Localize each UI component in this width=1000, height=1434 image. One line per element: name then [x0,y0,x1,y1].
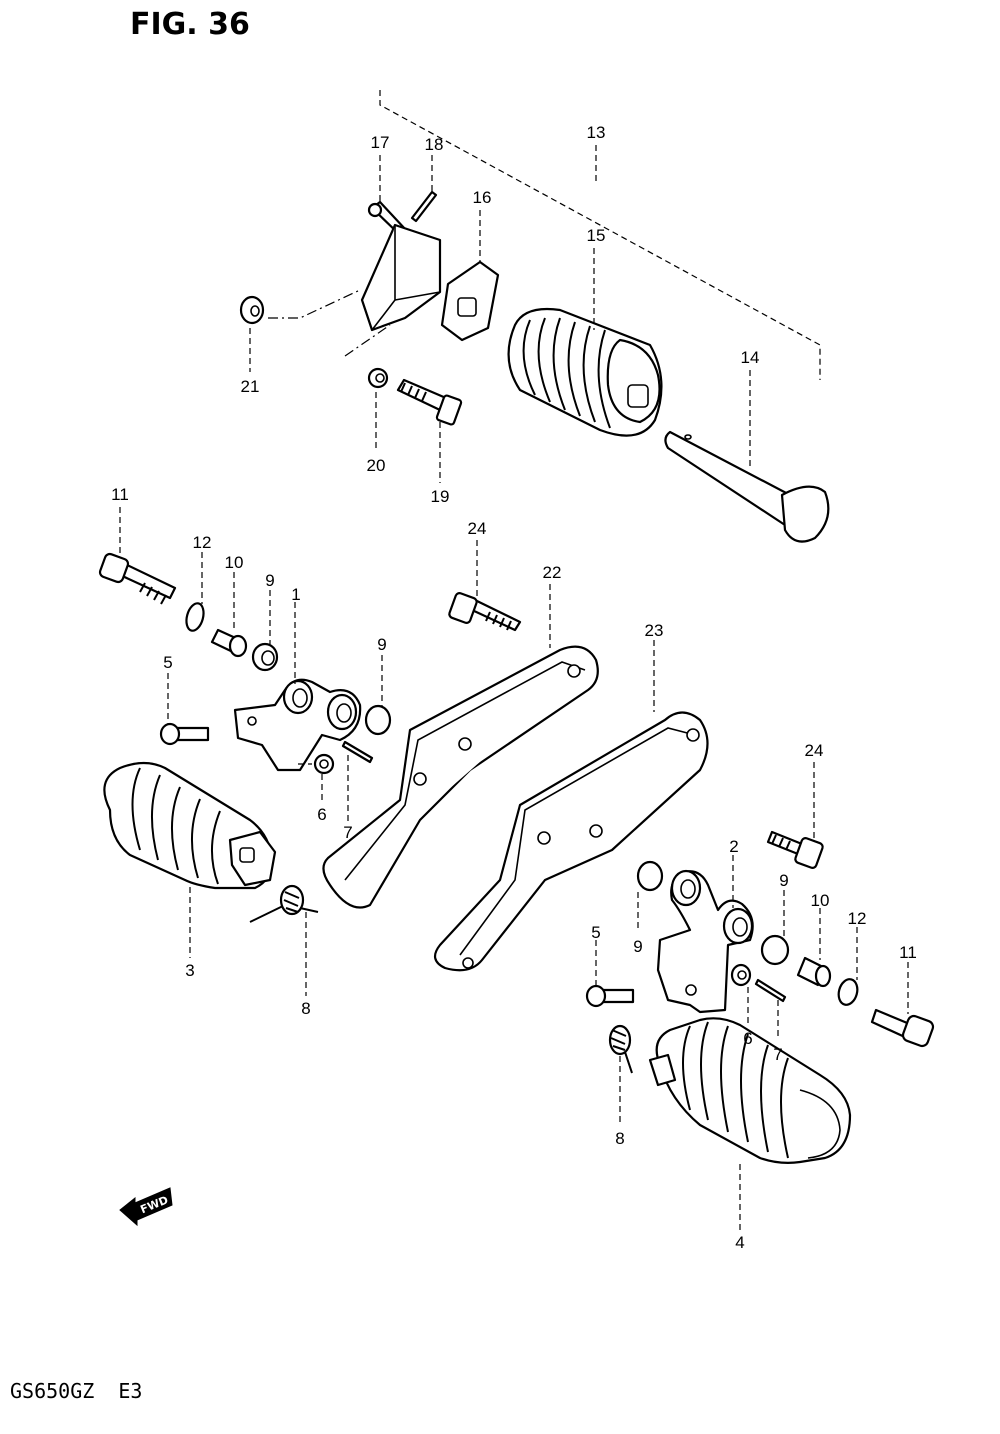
part-11-bolt-left [98,552,177,605]
part-16-plate [440,260,500,342]
part-12-washer-right [837,978,859,1006]
part-8-spring-left [249,884,319,923]
callout-6-right: 6 [743,1029,752,1048]
callout-13: 13 [587,123,606,142]
part-4-footrest-right [648,1017,852,1164]
callout-7-right: 7 [773,1045,782,1064]
part-24-bolt-upper [448,592,522,632]
part-6-washer-left [298,753,335,775]
part-9-bushing-right-b [760,934,790,966]
callout-6-left: 6 [317,805,326,824]
forward-direction-badge: FWD [119,1187,173,1227]
part-2-bracket-right [656,869,754,1014]
part-7-cotter-right [754,978,787,1003]
callout-24-right: 24 [805,741,824,760]
callout-12-right: 12 [848,909,867,928]
part-18-cotter [410,190,438,223]
part-7-cotter-left [341,740,374,764]
callout-24-upper: 24 [468,519,487,538]
callout-1: 1 [291,585,300,604]
part-5-pin-right [585,984,635,1008]
part-15-pillion-rubber [507,307,663,437]
callout-9-left-b: 9 [377,635,386,654]
callout-10-left: 10 [225,553,244,572]
callout-18: 18 [425,135,444,154]
callout-11-left: 11 [111,485,129,504]
part-6-washer-right [730,963,752,987]
part-14-shaft [664,430,830,543]
callout-3: 3 [185,961,194,980]
callout-11-right: 11 [899,943,917,962]
assembly-13-bracket [379,90,821,380]
part-12-washer-left [185,602,205,632]
callout-23: 23 [645,621,664,640]
model-code: GS650GZ E3 [10,1379,142,1403]
part-9-bushing-left-a [251,642,279,672]
callout-numbers: 13 17 18 16 15 14 21 20 19 11 12 10 9 1 … [111,123,917,1252]
leader-lines [119,145,909,1230]
callout-9-right-a: 9 [633,937,642,956]
callout-14: 14 [741,348,760,367]
part-22-footrest-plate-left [322,645,599,909]
callout-10-right: 10 [811,891,830,910]
callout-20: 20 [367,456,386,475]
callout-9-right-b: 9 [779,871,788,890]
part-5-pin-left [159,722,210,746]
callout-7-left: 7 [343,823,352,842]
part-21-washer [239,289,361,325]
callout-12-left: 12 [193,533,212,552]
part-8-spring-right [608,1024,633,1074]
callout-8-right: 8 [615,1129,624,1148]
part-23-footrest-plate-right [433,711,709,972]
callout-21: 21 [241,377,260,396]
callout-16: 16 [473,188,492,207]
part-3-footrest-left [103,761,277,890]
part-9-bushing-left-b [364,704,392,736]
callout-5-left: 5 [163,653,172,672]
callout-9-left-a: 9 [265,571,274,590]
part-10-spacer-left [210,628,248,658]
part-24-bolt-right [766,830,824,869]
figure-title: FIG. 36 [130,7,250,42]
part-20-washer [344,324,391,389]
callout-15: 15 [587,226,606,245]
part-9-bushing-right-a [636,860,664,892]
callout-2: 2 [729,837,738,856]
callout-4: 4 [735,1233,744,1252]
callout-5-right: 5 [591,923,600,942]
pillion-bracket [360,223,442,332]
part-10-spacer-right [796,956,832,988]
part-11-bolt-right [870,1008,935,1048]
part-1-bracket-left [233,678,362,772]
callout-8-left: 8 [301,999,310,1018]
callout-22: 22 [543,563,562,582]
callout-17: 17 [371,133,390,152]
callout-19: 19 [431,487,450,506]
part-19-bolt [396,378,463,426]
